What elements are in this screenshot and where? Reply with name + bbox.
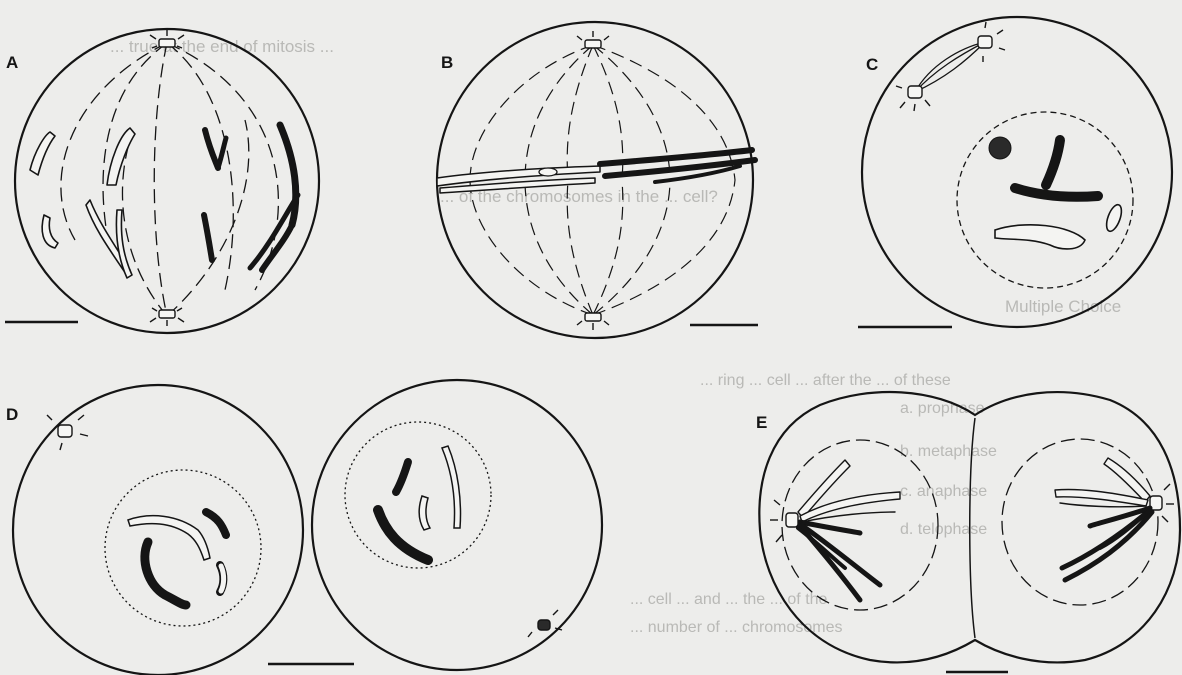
chromosomes-solid [204,125,298,270]
centrosome [577,31,609,48]
bleed-line: ... number of ... chromosomes [630,619,843,636]
bleed-line: c. anaphase [900,483,987,500]
spindle-fibers [915,42,985,92]
centrosome [577,313,609,330]
nuclear-envelope [345,422,491,568]
bleed-line: ... cell ... and ... the ... of the [630,591,828,608]
centrosome [47,415,88,450]
panel-label-e: E [756,413,767,432]
chromosomes-open [30,128,135,278]
panel-label-d: D [6,405,18,424]
bleed-line: d. telophase [900,521,987,538]
nuclear-envelope [957,112,1133,288]
bleed-line: ... ring ... cell ... after the ... of t… [700,372,951,389]
chromosomes [798,460,900,600]
panel-d: D [6,380,602,675]
centrosome [528,610,562,637]
centrosome [1150,484,1174,522]
chromosomes [989,137,1124,249]
spindle-fibers [61,43,279,316]
centrosome [896,86,930,111]
panel-label-a: A [6,53,18,72]
cell-membrane [15,29,319,333]
nucleolus [989,137,1011,159]
bleed-line: a. prophase [900,400,985,417]
panel-b: B [437,22,758,338]
centrosome [978,22,1005,62]
spindle-fibers [470,45,735,315]
panel-c: C [858,17,1172,327]
chromosomes [1055,458,1152,580]
panel-label-b: B [441,53,453,72]
bleed-line: b. metaphase [900,443,997,460]
centrosome [150,308,184,326]
panel-label-c: C [866,55,878,74]
cell-membrane [862,17,1172,327]
panel-a: A [5,29,319,333]
centrosome [770,500,798,542]
